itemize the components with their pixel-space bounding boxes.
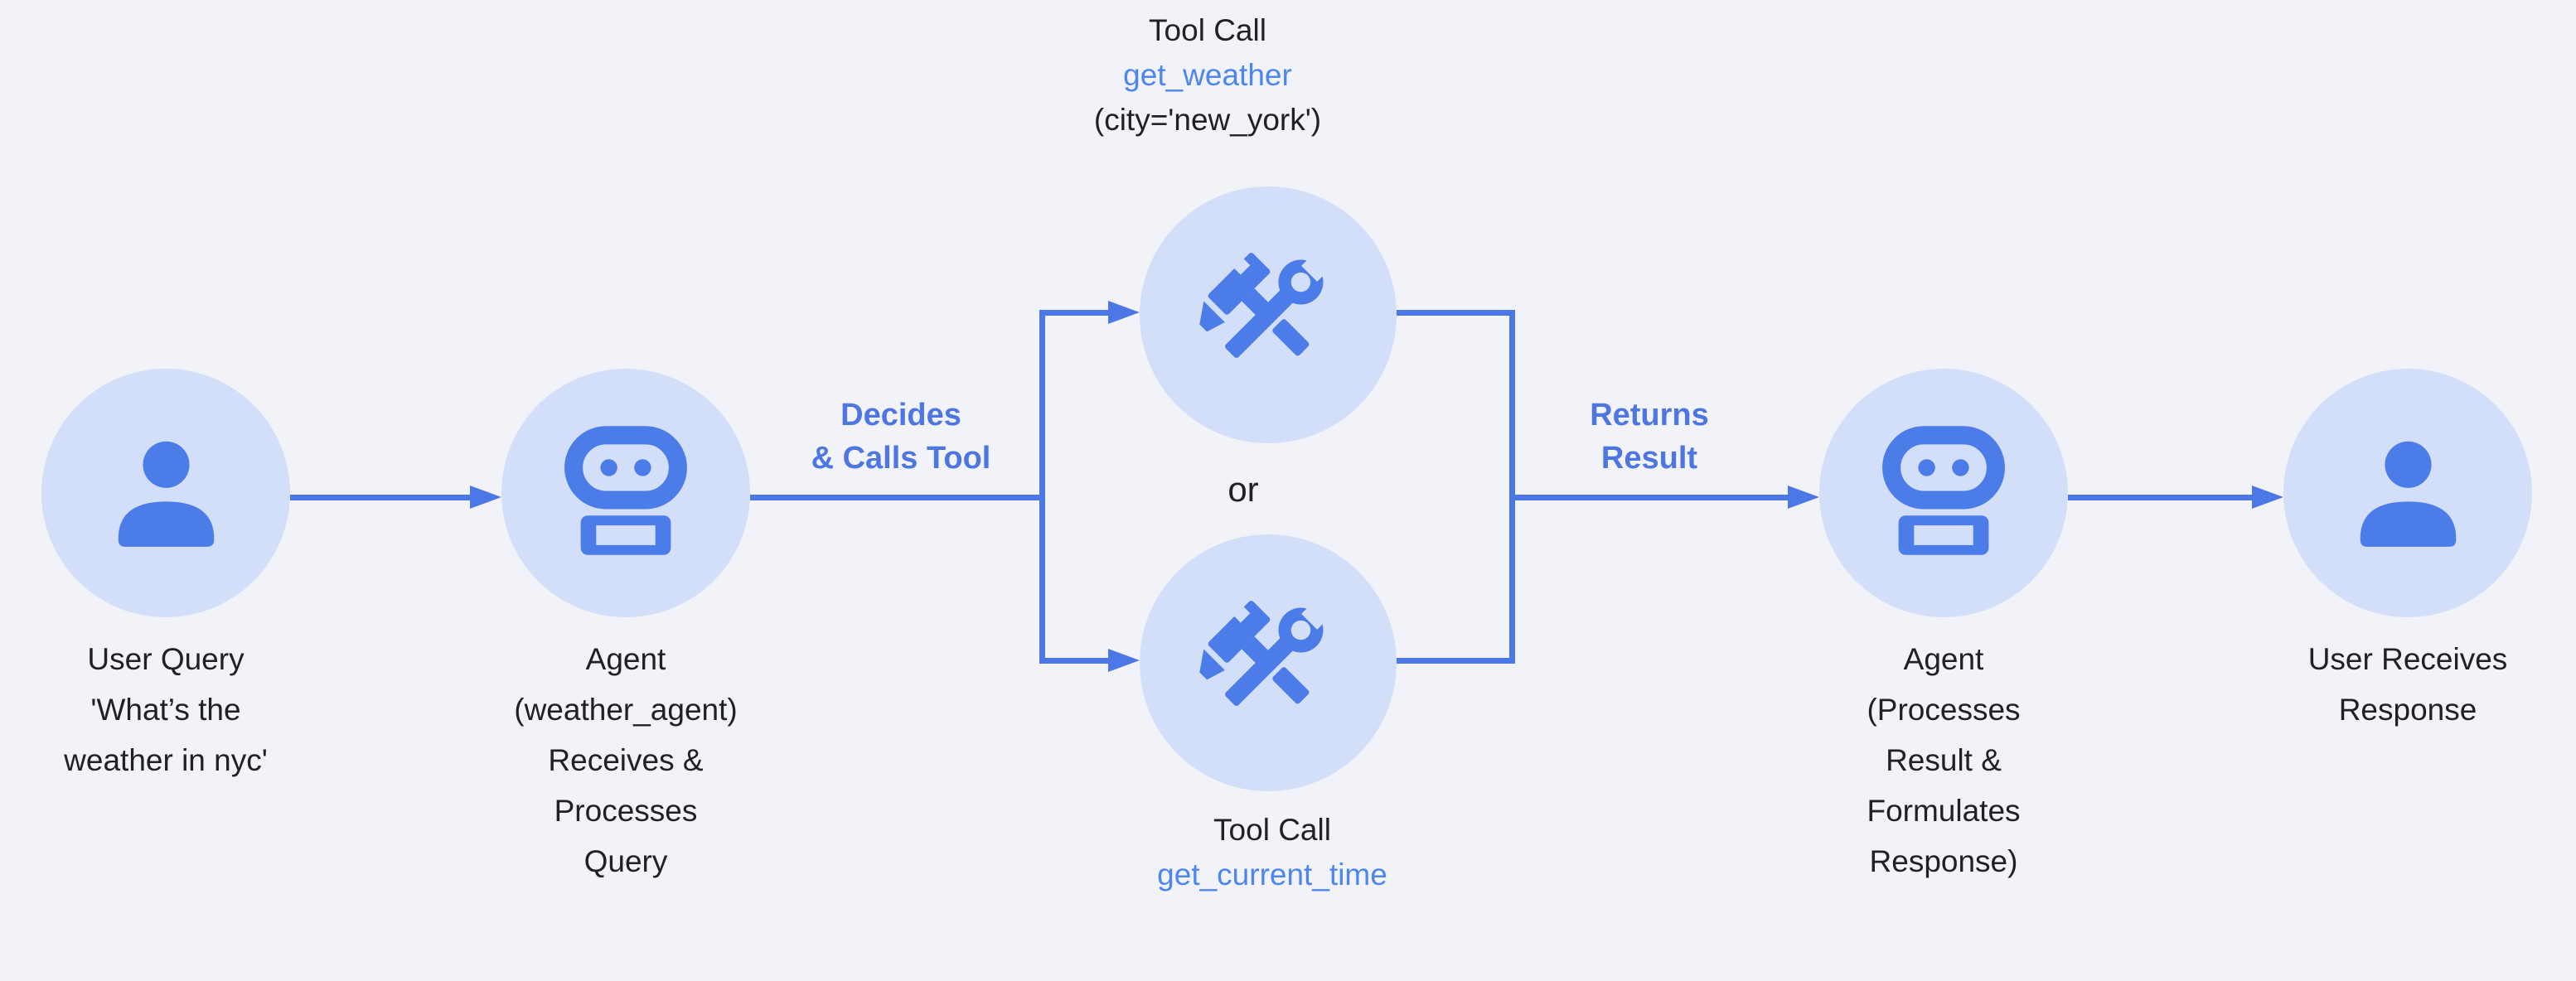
flow-line-tool-top-to-merge [1397, 310, 1515, 316]
tool-name-get-current-time: get_current_time [1157, 858, 1387, 892]
flow-line-merge-to-agent [1513, 495, 1789, 500]
caption-line: Response) [1869, 844, 2018, 878]
caption-line: Result & [1886, 743, 2002, 777]
caption-line: weather in nyc' [64, 743, 268, 777]
caption-line: Tool Call [1149, 13, 1266, 47]
caption-line: (city='new_york') [1093, 103, 1322, 137]
caption-line: Agent [585, 642, 666, 676]
caption-tool-get-current-time: Tool Call get_current_time [1015, 808, 1529, 897]
node-agent-respond [1819, 369, 2068, 617]
wrench-part [1225, 254, 1329, 358]
edge-label-line: & Calls Tool [811, 441, 991, 476]
flow-line-user-to-agent [290, 495, 474, 500]
flow-line-branch-to-tool-top [1042, 310, 1112, 316]
user-icon [118, 441, 214, 547]
caption-line: User Query [87, 642, 245, 676]
caption-agent-respond: Agent (Processes Result & Formulates Res… [1753, 634, 2134, 887]
caption-line: Processes [554, 794, 698, 828]
arrowhead-merge-to-agent [1788, 486, 1819, 509]
hammer-part [1199, 253, 1310, 356]
caption-user-response: User Receives Response [2217, 634, 2576, 735]
flow-line-branch-to-tool-bottom [1042, 658, 1112, 664]
caption-line: Receives & [548, 743, 704, 777]
caption-line: Response [2338, 693, 2477, 727]
caption-line: Tool Call [1213, 813, 1331, 847]
edge-label-returns-result: Returns Result [1459, 394, 1840, 480]
edge-label-line: Decides [840, 398, 961, 433]
caption-line: (weather_agent) [514, 693, 738, 727]
node-tool-get-current-time [1140, 534, 1397, 791]
caption-line: Query [583, 844, 668, 878]
robot-agent-icon [1882, 426, 2005, 555]
arrowhead-user-to-agent [470, 486, 501, 509]
caption-line: (Processes [1867, 693, 2021, 727]
caption-line: Agent [1903, 642, 1984, 676]
wrench-part [1225, 602, 1329, 706]
caption-line: User Receives [2307, 642, 2508, 676]
node-user-query [41, 369, 290, 617]
edge-label-line: Result [1600, 441, 1698, 476]
branch-vertical-line [1039, 310, 1045, 664]
arrowhead-agent-to-user [2252, 486, 2283, 509]
flow-line-agent-to-user [2068, 495, 2254, 500]
tools-icon [1199, 253, 1329, 358]
node-tool-get-weather [1140, 186, 1397, 443]
user-icon [2360, 441, 2456, 547]
node-agent-receive [501, 369, 750, 617]
hammer-part [1199, 601, 1310, 704]
caption-user-query: User Query 'What’s the weather in nyc' [0, 634, 356, 785]
or-label: or [1227, 470, 1259, 509]
flow-line-agent-to-branch [750, 495, 1045, 500]
tools-icon [1199, 601, 1329, 706]
caption-line: Formulates [1867, 794, 2021, 828]
edge-label-decides-calls-tool: Decides & Calls Tool [710, 394, 1092, 480]
node-user-response [2283, 369, 2532, 617]
merge-vertical-line [1509, 310, 1515, 664]
tool-name-get-weather: get_weather [1123, 58, 1292, 92]
arrowhead-tool-top [1108, 301, 1140, 324]
caption-line: 'What’s the [90, 693, 241, 727]
caption-agent-receive: Agent (weather_agent) Receives & Process… [435, 634, 816, 887]
caption-tool-get-weather: Tool Call get_weather (city='new_york') [951, 8, 1465, 143]
edge-label-line: Returns [1590, 398, 1709, 433]
flow-line-tool-bottom-to-merge [1397, 658, 1515, 664]
robot-agent-icon [564, 426, 687, 555]
arrowhead-tool-bottom [1108, 649, 1140, 672]
